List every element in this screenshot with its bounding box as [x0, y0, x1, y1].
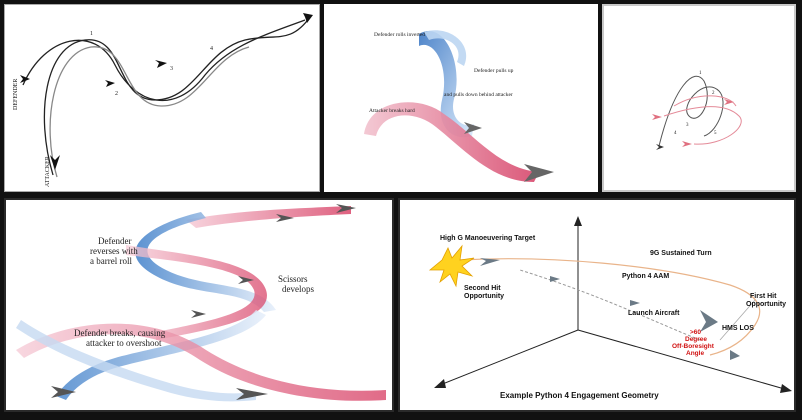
aircraft-icon [236, 388, 268, 400]
aircraft-icon [191, 310, 206, 318]
axis-arrow-icon [780, 384, 792, 393]
aircraft-icon [155, 60, 167, 68]
label-first-hit-2: Opportunity [746, 301, 786, 308]
axis-diagonal-left [439, 329, 579, 386]
sketch-path-red [663, 106, 742, 145]
mark-3: 3 [686, 123, 689, 128]
aircraft-icon [656, 144, 664, 150]
launch-aircraft-icon [700, 310, 718, 332]
panel-ribbon-manoeuvre: Defender rolls inverted Defender pulls u… [324, 4, 598, 192]
panel-bw-manoeuvre: DEFENDER ATTACKER 1 2 3 4 [4, 4, 320, 192]
diagram-title: Example Python 4 Engagement Geometry [500, 391, 659, 400]
aircraft-icon [303, 13, 313, 23]
aircraft-icon [50, 155, 60, 170]
panel-engagement-geometry: High G Manoeuvering Target 9G Sustained … [398, 198, 796, 412]
sketch-path-red-2 [673, 95, 737, 107]
side-label-attacker: ATTACKER [45, 156, 51, 187]
attacker-ribbon-top [186, 206, 351, 228]
engagement-geometry-diagram: High G Manoeuvering Target 9G Sustained … [428, 216, 792, 400]
mark-4: 4 [674, 131, 677, 136]
scissors-diagram: Defender reverses with a barrel roll Sci… [16, 204, 386, 402]
label-angle-1: >60 [690, 329, 701, 336]
label-first-hit-1: First Hit [750, 293, 777, 300]
flight-path-shadow [49, 46, 250, 178]
missile-icon [630, 300, 640, 306]
label-second-hit-1: Second Hit [464, 285, 501, 292]
label-breaks-1: Defender breaks, causing [74, 328, 166, 338]
axis-arrow-icon [434, 379, 446, 388]
label-defender-rolls: Defender rolls inverted [374, 31, 425, 38]
aircraft-icon [724, 99, 734, 105]
attacker-ribbon [364, 102, 539, 182]
attacker-ribbon-bottom [16, 323, 386, 401]
label-reverses-1: Defender [98, 236, 131, 246]
mark-2: 2 [115, 91, 118, 97]
flight-path-defender [22, 19, 306, 102]
label-angle-2: Degree [685, 336, 707, 343]
label-python-aam: Python 4 AAM [622, 273, 669, 280]
defender-ribbon [419, 31, 474, 138]
panel-scissors: Defender reverses with a barrel roll Sci… [4, 198, 394, 412]
defender-ribbon-upper [424, 30, 467, 66]
label-scissors-2: develops [282, 284, 314, 294]
label-target: High G Manoeuvering Target [440, 235, 536, 242]
label-attacker-breaks: Attacker breaks hard [369, 108, 415, 114]
axis-diagonal-right [577, 329, 789, 391]
hms-los-line [719, 299, 756, 341]
label-reverses-2: reverses with [90, 246, 138, 256]
label-hms-los: HMS LOS [722, 325, 754, 332]
aircraft-icon [238, 276, 254, 284]
mark-4: 4 [210, 46, 213, 52]
mark-3: 3 [170, 66, 173, 72]
sketch-path-dark [658, 75, 724, 147]
label-angle-4: Angle [686, 350, 704, 357]
label-scissors-1: Scissors [278, 274, 308, 284]
axis-arrow-icon [574, 216, 582, 226]
label-angle-3: Off-Boresight [672, 343, 715, 350]
missile-icon [550, 276, 560, 282]
mark-1: 1 [699, 71, 702, 76]
mark-5: 5 [714, 131, 717, 136]
defender-ribbon-lower-s [56, 310, 266, 400]
aircraft-icon [730, 350, 740, 360]
bw-manoeuvre-diagram: DEFENDER ATTACKER 1 2 3 4 [13, 13, 313, 187]
aircraft-icon [51, 386, 76, 398]
explosion-icon [428, 244, 475, 288]
aircraft-icon [276, 214, 294, 222]
label-reverses-3: a barrel roll [90, 256, 132, 266]
aircraft-icon [682, 141, 692, 147]
label-defender-pulls: Defender pulls up [474, 67, 514, 74]
ribbon-manoeuvre-diagram: Defender rolls inverted Defender pulls u… [364, 30, 554, 182]
label-sustained-turn: 9G Sustained Turn [650, 250, 712, 257]
attacker-ribbon-mid [126, 245, 267, 340]
label-launch: Launch Aircraft [628, 310, 680, 317]
side-label-defender: DEFENDER [13, 79, 19, 110]
mark-1: 1 [90, 31, 93, 37]
label-pulls-down: and pulls down behind attacker [444, 92, 513, 98]
label-breaks-2: attacker to overshoot [86, 338, 162, 348]
missile-path [519, 269, 701, 341]
aircraft-icon [20, 75, 30, 83]
label-second-hit-2: Opportunity [464, 293, 504, 300]
aircraft-icon [652, 114, 662, 120]
mark-2: 2 [712, 91, 715, 96]
aircraft-icon [105, 80, 115, 87]
target-turn-path [459, 258, 761, 356]
aircraft-icon [464, 122, 482, 134]
aircraft-icon [524, 164, 554, 182]
small-sketch-diagram: 1 2 3 4 5 [652, 71, 742, 150]
panel-small-sketch: 1 2 3 4 5 [602, 4, 796, 192]
aircraft-icon [336, 204, 356, 213]
target-aircraft-icon [480, 258, 500, 266]
